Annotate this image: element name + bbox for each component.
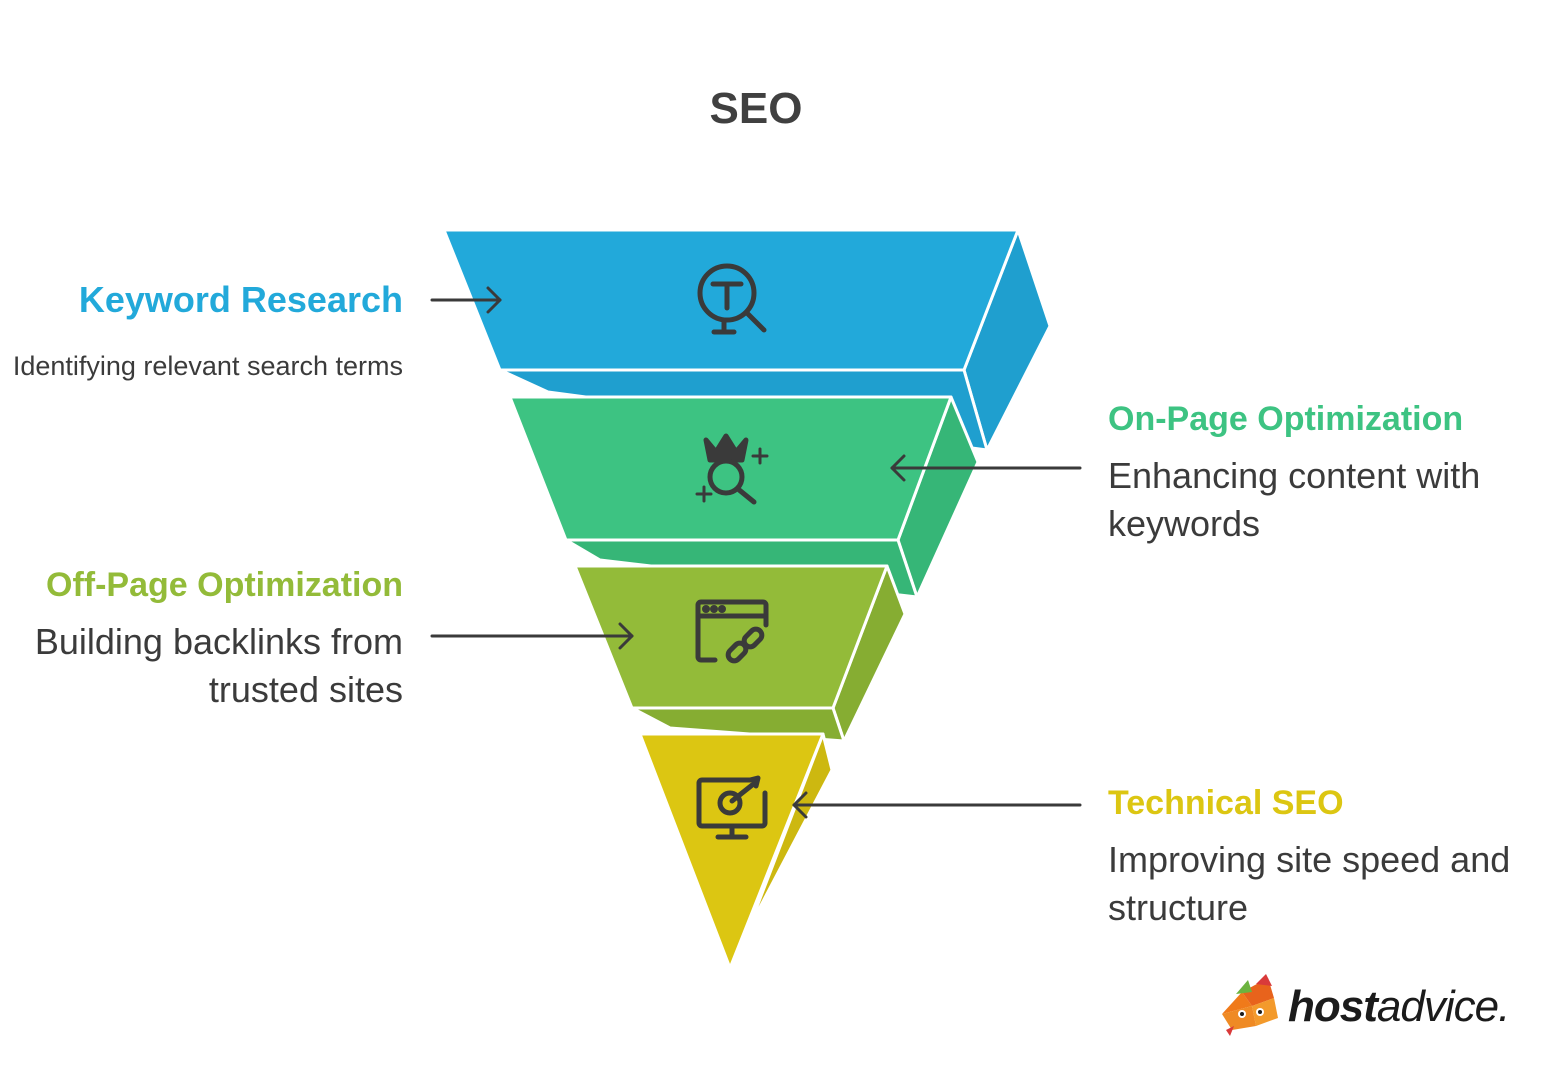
arrow-on-page (890, 454, 1082, 482)
crown-search-icon (695, 433, 769, 505)
stage-heading: Off-Page Optimization (46, 566, 403, 604)
stage-heading: Keyword Research (78, 279, 403, 320)
stage-label-on-page: On-Page Optimization Enhancing content w… (1108, 400, 1528, 547)
search-t-icon (697, 263, 767, 335)
browser-link-icon (695, 599, 769, 664)
fox-mascot-icon (1222, 974, 1278, 1036)
arrow-keyword-research (430, 286, 502, 314)
monitor-target-icon (696, 775, 768, 840)
stage-label-technical: Technical SEO Improving site speed and s… (1108, 784, 1528, 931)
stage-description: Enhancing content with keywords (1108, 455, 1481, 544)
logo-wordmark: hostadvice. (1288, 982, 1510, 1032)
stage-heading: On-Page Optimization (1108, 400, 1464, 438)
stage-label-keyword-research: Keyword Research Identifying relevant se… (0, 279, 403, 385)
stage-description: Building backlinks from trusted sites (34, 621, 403, 710)
arrow-off-page (430, 622, 634, 650)
arrow-technical (792, 791, 1082, 819)
stage-label-off-page: Off-Page Optimization Building backlinks… (0, 566, 403, 713)
funnel-layer-technical (638, 732, 834, 970)
stage-heading: Technical SEO (1108, 784, 1344, 822)
logo-wordmark-bold: host (1288, 982, 1378, 1031)
stage-description: Identifying relevant search terms (12, 351, 403, 382)
stage-description: Improving site speed and structure (1108, 839, 1511, 928)
hostadvice-logo: hostadvice. (1212, 970, 1512, 1040)
diagram-title: SEO (709, 84, 803, 133)
logo-wordmark-regular: advice. (1376, 982, 1510, 1031)
funnel-layer-off-page (573, 564, 907, 743)
